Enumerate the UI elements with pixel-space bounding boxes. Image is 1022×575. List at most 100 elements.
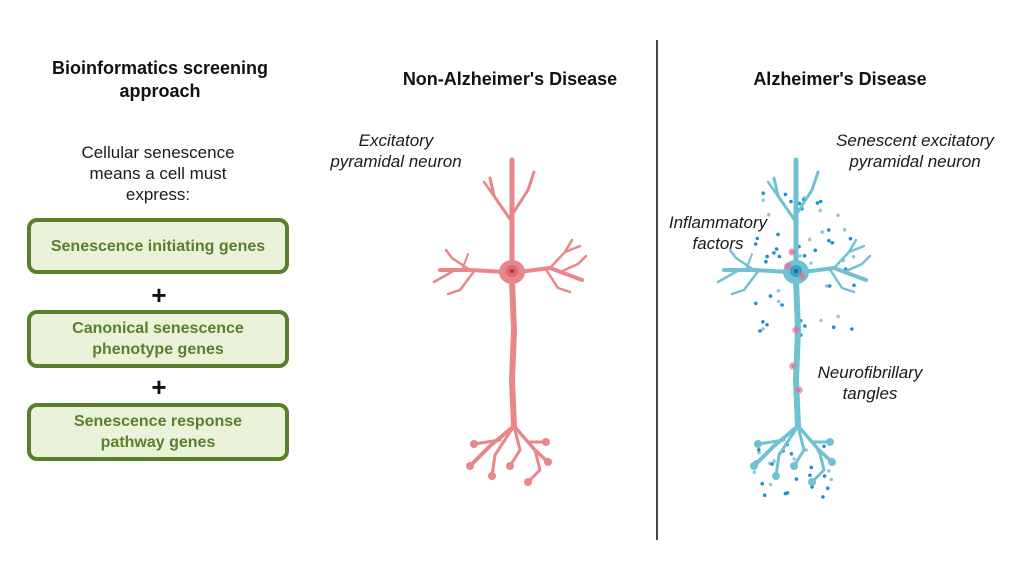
neurite (472, 438, 502, 446)
neurite (490, 424, 516, 478)
senescence-definition-text: Cellular senescence means a cell must ex… (81, 143, 235, 204)
inflammatory-factor-dot (772, 251, 776, 255)
axon-terminal (488, 472, 496, 480)
tangle-fiber (789, 363, 797, 369)
neurofibrillary-tangles-label: Neurofibrillary tangles (817, 363, 923, 403)
inflammatory-factor-dot (850, 327, 854, 331)
inflammatory-factor-dot (815, 201, 820, 205)
inflammatory-factor-dot (754, 301, 758, 306)
inflammatory-factor-dot (753, 242, 758, 246)
inflammatory-factor-dot (818, 208, 823, 213)
inflammatory-factor-dot (768, 482, 773, 487)
senescent-neuron-illustration (716, 157, 872, 499)
non-ad-title: Non-Alzheimer's Disease (402, 69, 618, 89)
inflammatory-factor-dot (827, 238, 831, 243)
inflammatory-factor-dot (821, 495, 825, 499)
inflammatory-factor-dot (752, 470, 757, 475)
inflammatory-factor-dot (780, 303, 784, 307)
axon-terminal (754, 440, 762, 448)
neurite (847, 244, 866, 254)
inflammatory-factor-dot (830, 241, 835, 245)
neurite (774, 424, 800, 478)
inflammatory-factor-dot (777, 254, 782, 259)
inflammatory-factor-dot (809, 465, 814, 470)
neurite (745, 253, 753, 271)
neurite (766, 180, 780, 198)
neurite (488, 176, 514, 224)
neurite (543, 266, 572, 294)
inflammatory-factor-dot (774, 247, 779, 251)
inflammatory-factor-dot (764, 259, 768, 264)
neurite (793, 277, 801, 429)
neurite (510, 170, 536, 217)
neurite (526, 448, 542, 484)
neurite (508, 424, 522, 468)
axon-terminal (466, 462, 474, 470)
inflammatory-factors-label: Inflammatory factors (668, 213, 768, 253)
tangle-fiber (792, 327, 800, 333)
neurofibrillary-tangles (784, 248, 806, 394)
panel-divider (656, 40, 658, 540)
inflammatory-factor-dot (824, 284, 829, 288)
axon-terminal (524, 478, 532, 486)
plus-operator: + (151, 372, 167, 402)
neurite (563, 244, 582, 254)
gene-box-initiating: Senescence initiating genes (27, 218, 289, 274)
inflammatory-factor-dot (762, 493, 767, 498)
inflammatory-factor-dot (794, 477, 799, 481)
neurite (730, 268, 761, 296)
healthy-neuron (432, 157, 588, 486)
inflammatory-factor-dot (807, 237, 812, 242)
inflammatory-factor-dot (836, 314, 840, 319)
neurite (794, 170, 820, 217)
neurite (810, 448, 826, 484)
inflammatory-factor-dot (827, 469, 831, 473)
neurite (792, 424, 806, 468)
inflammatory-factor-dot (761, 327, 765, 331)
inflammatory-factor-dot (852, 283, 856, 288)
inflammatory-factor-dot (789, 452, 794, 456)
inflammatory-factor-dot (776, 232, 780, 237)
inflammatory-factor-dot (842, 227, 847, 232)
inflammatory-factor-dot (758, 329, 762, 333)
ad-title: Alzheimer's Disease (753, 69, 927, 89)
neurite (548, 238, 574, 270)
inflammatory-factor-dot (792, 457, 796, 461)
inflammatory-factor-dot (776, 299, 781, 304)
inflammatory-factor-dot (776, 289, 781, 293)
tangle-fiber (795, 387, 803, 393)
neurite (461, 253, 469, 271)
inflammatory-factor-dot (851, 254, 856, 259)
inflammatory-factor-dot (760, 481, 764, 486)
axon-terminal (826, 438, 834, 446)
plus-operator: + (151, 280, 167, 310)
axon-terminal (772, 472, 780, 480)
axon-terminal (808, 478, 816, 486)
inflammatory-factor-dot (808, 473, 812, 478)
nucleolus (794, 269, 798, 273)
inflammatory-factor-dot (818, 199, 823, 204)
axon-terminal (828, 458, 836, 466)
gene-box-response: Senescence response pathway genes (27, 403, 289, 461)
inflammatory-factor-dot (819, 318, 823, 323)
inflammatory-factor-dot (836, 213, 840, 218)
tangle-fiber (788, 249, 796, 255)
neurite (827, 266, 856, 294)
inflammatory-factor-dot (827, 284, 832, 288)
inflammatory-factor-dot (757, 448, 761, 452)
gene-box-label: Senescence initiating genes (50, 237, 266, 255)
inflammatory-factor-dot (766, 212, 771, 217)
inflammatory-factor-dot (826, 228, 831, 232)
inflammatory-factor-dot (768, 461, 772, 466)
inflammatory-factor-dot (825, 486, 830, 491)
neurite (509, 277, 517, 429)
inflammatory-factor-dot (761, 198, 766, 203)
inflammatory-factor-dot (765, 254, 769, 259)
tangle-fiber (798, 273, 806, 279)
inflammatory-factor-dot (831, 325, 836, 330)
inflammatory-factor-dot (757, 450, 761, 455)
neurite (772, 176, 798, 224)
senescent-neuron (716, 157, 872, 486)
neurite (482, 180, 496, 198)
axon-terminal (750, 462, 758, 470)
